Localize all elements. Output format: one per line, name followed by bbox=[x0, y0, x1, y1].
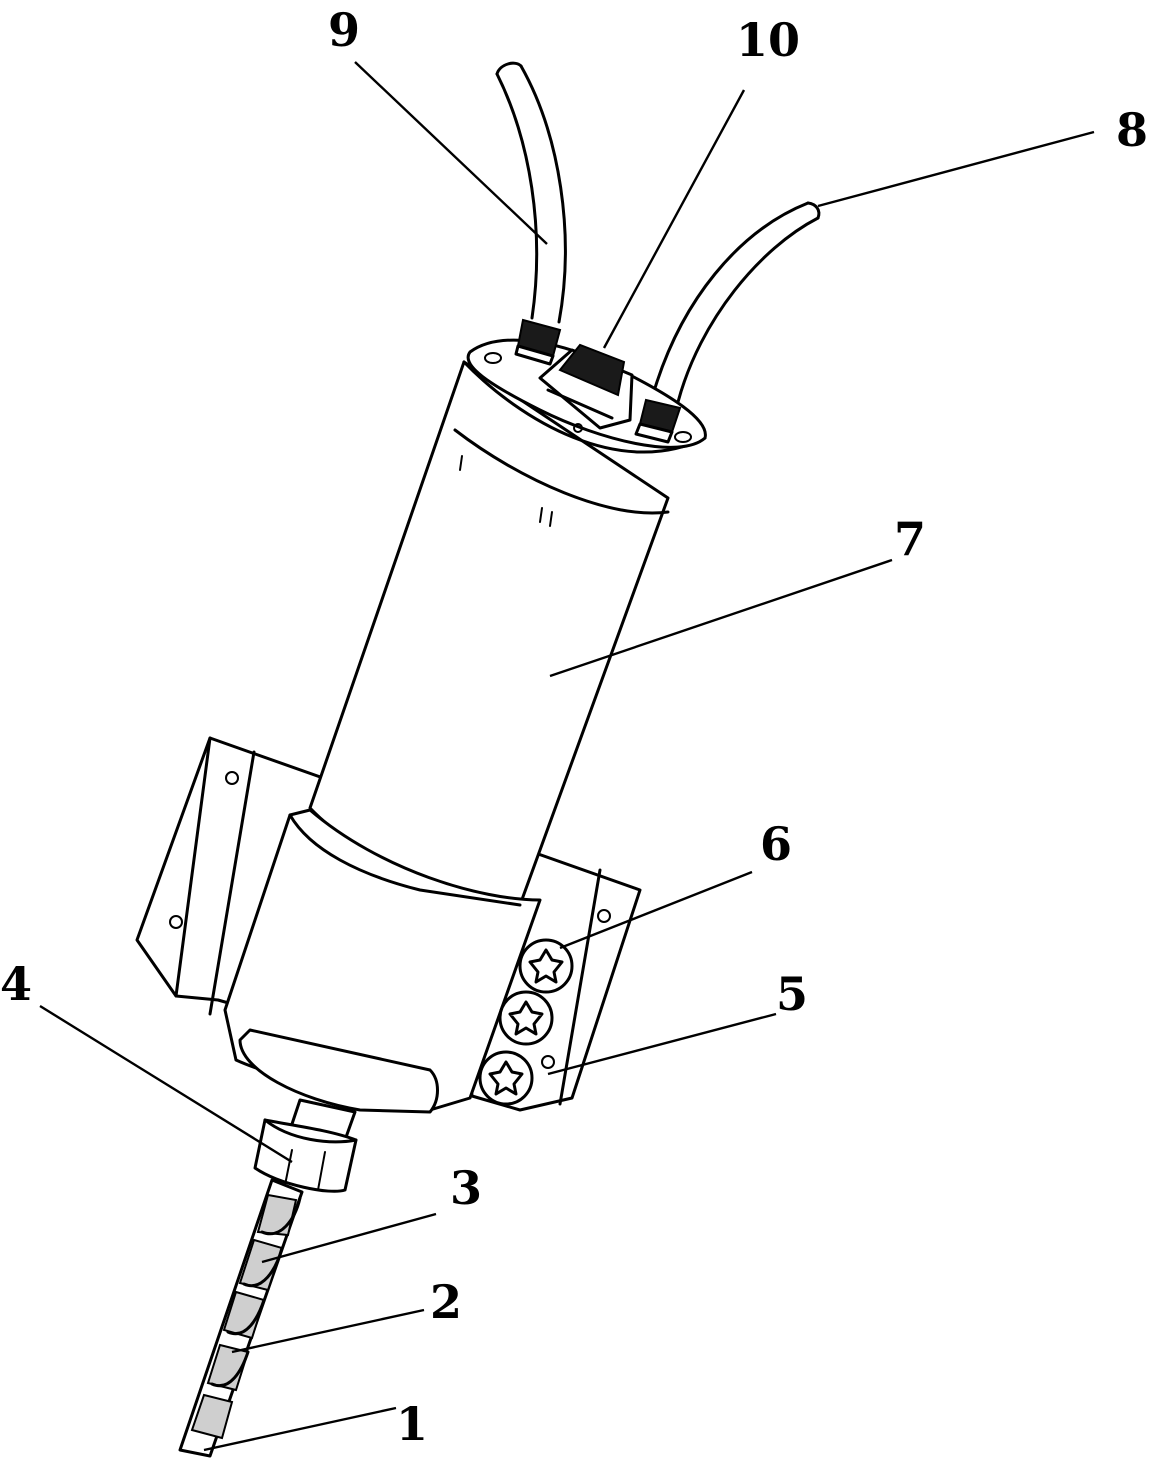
leader-9 bbox=[354, 61, 548, 245]
label-5: 5 bbox=[776, 967, 808, 1021]
label-9: 9 bbox=[328, 3, 360, 57]
label-8: 8 bbox=[1116, 103, 1148, 157]
label-7: 7 bbox=[894, 512, 926, 566]
collet-nut bbox=[253, 1118, 358, 1193]
label-4: 4 bbox=[0, 957, 32, 1011]
leader-7 bbox=[549, 558, 893, 678]
leader-5 bbox=[547, 1012, 777, 1076]
fitting-right bbox=[634, 398, 682, 444]
leader-10 bbox=[602, 89, 746, 349]
leader-1 bbox=[203, 1406, 397, 1452]
leader-8 bbox=[817, 130, 1095, 208]
hose-right bbox=[650, 201, 821, 404]
leader-lines bbox=[39, 61, 1095, 1452]
clamp-screws bbox=[478, 938, 574, 1106]
label-1: 1 bbox=[396, 1397, 428, 1451]
label-6: 6 bbox=[760, 817, 792, 871]
leader-4 bbox=[39, 1004, 293, 1164]
leader-3 bbox=[261, 1212, 437, 1264]
label-2: 2 bbox=[430, 1275, 462, 1329]
leader-6 bbox=[559, 870, 753, 950]
hose-left bbox=[495, 61, 567, 324]
leader-2 bbox=[231, 1308, 425, 1354]
part-labels: 1 2 3 4 5 6 7 8 9 10 bbox=[0, 3, 1148, 1451]
label-10: 10 bbox=[736, 13, 800, 67]
connector bbox=[538, 343, 634, 430]
drill-bit bbox=[178, 1178, 304, 1458]
fitting-left bbox=[514, 318, 562, 366]
label-3: 3 bbox=[450, 1161, 482, 1215]
